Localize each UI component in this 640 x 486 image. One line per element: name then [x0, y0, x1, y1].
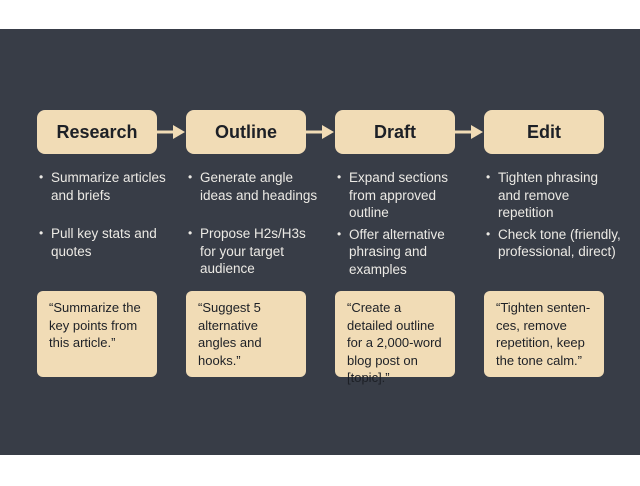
arrow-right-icon [455, 125, 483, 139]
prompt-text: “Summarize the key points from this arti… [49, 300, 141, 350]
bullet-item: Summarize articles and briefs [39, 169, 171, 204]
arrow-right-icon [306, 125, 334, 139]
outline-bullets: Generate angle ideas and headings Propos… [188, 169, 324, 282]
bullet-item: Offer alternative phrasing and examples [337, 226, 465, 279]
bullet-item: Check tone (friendly, professional, dire… [486, 226, 622, 261]
bullet-item: Generate angle ideas and headings [188, 169, 324, 204]
bullet-item: Expand sections from approved outline [337, 169, 465, 222]
research-bullets: Summarize articles and briefs Pull key s… [39, 169, 171, 264]
stage-edit: Edit [484, 110, 604, 154]
prompt-card-draft: “Create a detailed outline for a 2,000-w… [335, 291, 455, 385]
stage-title: Draft [373, 121, 416, 142]
stage-draft: Draft [335, 110, 455, 154]
bullet-item: Propose H2s/H3s for your target audience [188, 225, 324, 278]
prompt-text: “Tighten senten- ces, remove repetition,… [496, 300, 591, 368]
prompt-card-outline: “Suggest 5 alternative angles and hooks.… [186, 291, 306, 377]
stage-research: Research [37, 110, 157, 154]
prompt-text: “Suggest 5 alternative angles and hooks.… [198, 300, 262, 368]
draft-bullets: Expand sections from approved outline Of… [337, 169, 465, 282]
stage-title: Edit [527, 121, 561, 142]
arrow-right-icon [157, 125, 185, 139]
bullet-item: Tighten phrasing and remove repetition [486, 169, 622, 222]
prompt-text: “Create a detailed outline for a 2,000-w… [347, 300, 442, 385]
bullet-item: Pull key stats and quotes [39, 225, 171, 260]
prompt-card-research: “Summarize the key points from this arti… [37, 291, 157, 377]
stage-title: Outline [215, 121, 277, 142]
prompt-card-edit: “Tighten senten- ces, remove repetition,… [484, 291, 604, 377]
workflow-panel: Research Outline Draft Edit Summarize ar… [0, 29, 640, 455]
stage-title: Research [56, 121, 138, 142]
stage-outline: Outline [186, 110, 306, 154]
edit-bullets: Tighten phrasing and remove repetition C… [486, 169, 622, 265]
